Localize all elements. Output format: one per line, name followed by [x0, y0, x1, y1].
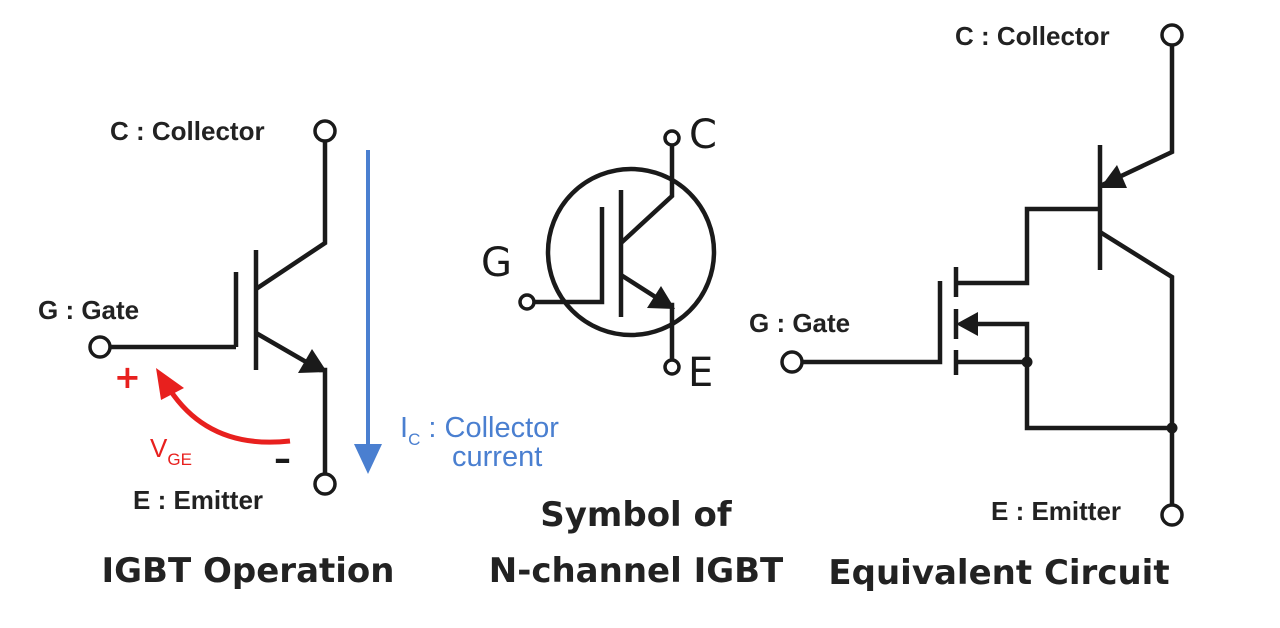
vge-label: VGE — [150, 433, 192, 469]
equivalent-bjt-right-rail — [1098, 230, 1175, 505]
equivalent-emitter-terminal — [1160, 503, 1184, 527]
symbol-gate-lead — [531, 207, 605, 305]
operation-emitter-arrow — [298, 349, 327, 373]
operation-title: IGBT Operation — [102, 551, 395, 591]
equivalent-body-connect — [972, 321, 1030, 362]
collector-current-label: IC : Collector — [400, 412, 559, 449]
symbol-g-label: G — [481, 240, 512, 286]
operation-collector-label: C : Collector — [110, 116, 265, 146]
vge-label-main: V — [150, 433, 168, 463]
vge-plus-sign: + — [114, 358, 141, 396]
symbol-e-label: E — [688, 350, 713, 396]
operation-collector-terminal — [313, 119, 337, 143]
equivalent-body-arrow — [956, 312, 978, 336]
symbol-gate-terminal — [518, 293, 536, 311]
symbol-emitter-lead — [619, 273, 675, 360]
vge-arrow-curve — [167, 388, 291, 445]
equivalent-title: Equivalent Circuit — [828, 553, 1169, 593]
symbol-c-label: C — [689, 112, 717, 158]
symbol-emitter-arrow — [647, 286, 675, 309]
equivalent-gate-lead — [803, 281, 943, 365]
collector-current-arrowhead — [354, 444, 382, 474]
symbol-title-line2: N-channel IGBT — [489, 551, 784, 591]
equivalent-panel: C : Collector G : Gate E : Emitter Equiv… — [749, 21, 1184, 593]
equivalent-base-drain-wire — [956, 206, 1100, 286]
ic-label-main: I — [400, 412, 408, 444]
symbol-collector-terminal — [663, 129, 681, 147]
symbol-envelope-circle — [545, 166, 717, 338]
symbol-collector-lead — [619, 144, 675, 245]
operation-collector-lead — [254, 141, 328, 291]
operation-gate-label: G : Gate — [38, 295, 139, 325]
operation-emitter-label: E : Emitter — [133, 485, 263, 515]
equivalent-junction-dot — [1166, 422, 1178, 434]
equivalent-junction-dot — [1021, 356, 1033, 368]
vge-label-sub: GE — [167, 450, 192, 469]
equivalent-collector-terminal — [1160, 23, 1184, 47]
equivalent-source-to-emitter — [1024, 362, 1172, 431]
ic-label-sub: C — [408, 430, 420, 449]
equivalent-gate-terminal — [780, 350, 804, 374]
equivalent-gate-label: G : Gate — [749, 308, 850, 338]
symbol-title-line1: Symbol of — [540, 495, 733, 535]
equivalent-emitter-label: E : Emitter — [991, 496, 1121, 526]
equivalent-pnp-arrow — [1100, 165, 1127, 188]
vge-arrowhead — [156, 368, 184, 400]
symbol-emitter-terminal — [663, 358, 681, 376]
ic-label-line1: : Collector — [420, 412, 559, 444]
operation-panel: C : Collector G : Gate E : Emitter + – V… — [38, 116, 559, 591]
vge-minus-sign: – — [274, 439, 291, 479]
symbol-panel: C G E Symbol of N-channel IGBT — [481, 112, 784, 591]
operation-gate-terminal — [88, 335, 112, 359]
operation-emitter-terminal — [313, 472, 337, 496]
equivalent-collector-lead — [1099, 45, 1175, 189]
equivalent-collector-label: C : Collector — [955, 21, 1110, 51]
collector-current-label-line2: current — [452, 441, 542, 473]
